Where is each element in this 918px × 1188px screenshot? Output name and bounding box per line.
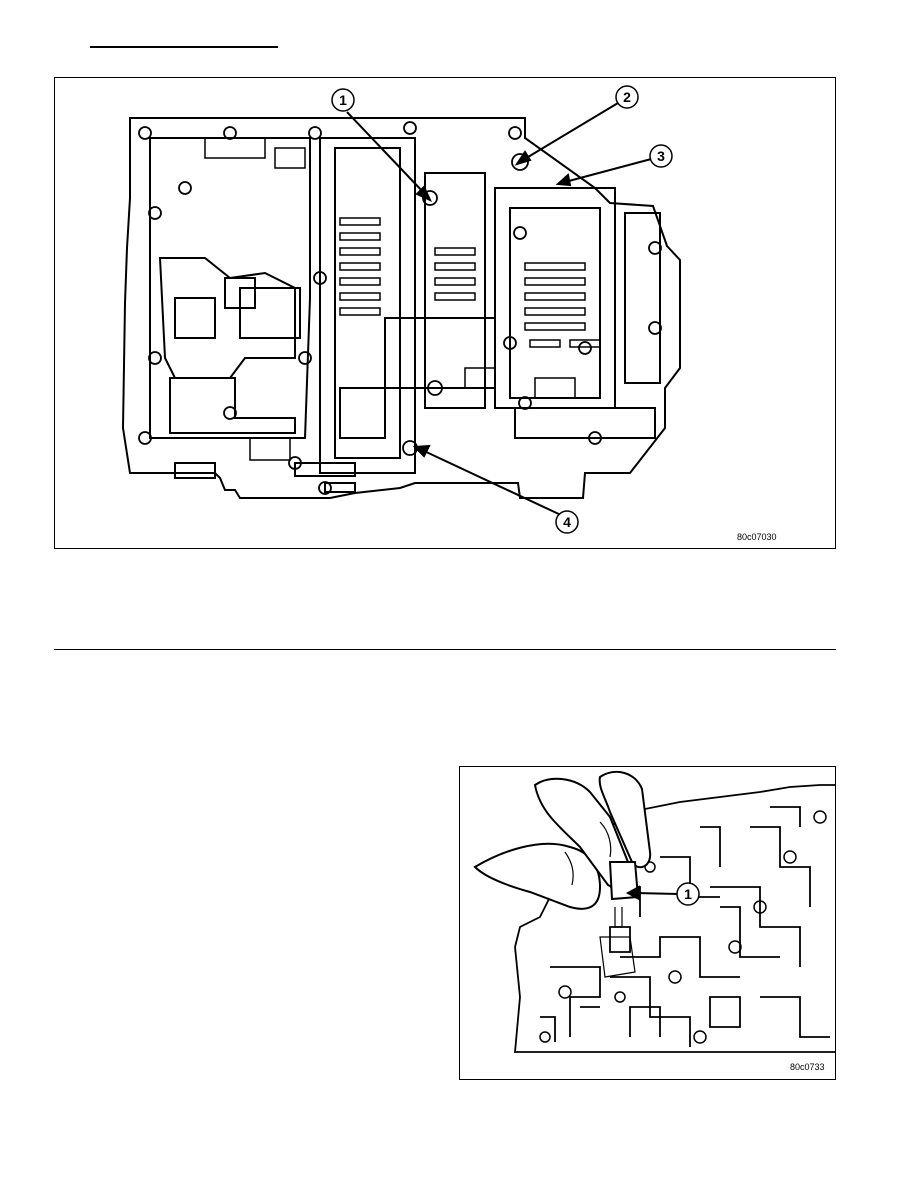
section-header-rule bbox=[90, 46, 278, 48]
section-separator bbox=[54, 649, 836, 650]
callout-badges: 1 2 3 4 bbox=[331, 85, 673, 534]
callout-badge-3: 3 bbox=[649, 144, 673, 168]
callout-badge-2: 2 bbox=[615, 85, 639, 109]
svg-text:4: 4 bbox=[563, 514, 571, 530]
callout-badges-fig2: 1 bbox=[676, 882, 700, 906]
callout-badge-4: 4 bbox=[555, 510, 579, 534]
check-ball-install-figure: 1 80c0733 bbox=[459, 766, 836, 1080]
callout-badge-1: 1 bbox=[676, 882, 700, 906]
valve-body-illustration bbox=[121, 99, 681, 517]
valve-body-figure: 1 2 3 4 80c07030 bbox=[54, 77, 836, 549]
svg-text:2: 2 bbox=[623, 89, 631, 105]
callout-badge-1: 1 bbox=[331, 88, 355, 112]
figure-code: 80c07030 bbox=[737, 532, 777, 542]
check-ball-illustration bbox=[473, 770, 835, 1053]
svg-text:1: 1 bbox=[339, 92, 347, 108]
figure-code: 80c0733 bbox=[790, 1062, 825, 1072]
svg-text:1: 1 bbox=[684, 886, 692, 902]
svg-text:3: 3 bbox=[657, 148, 665, 164]
